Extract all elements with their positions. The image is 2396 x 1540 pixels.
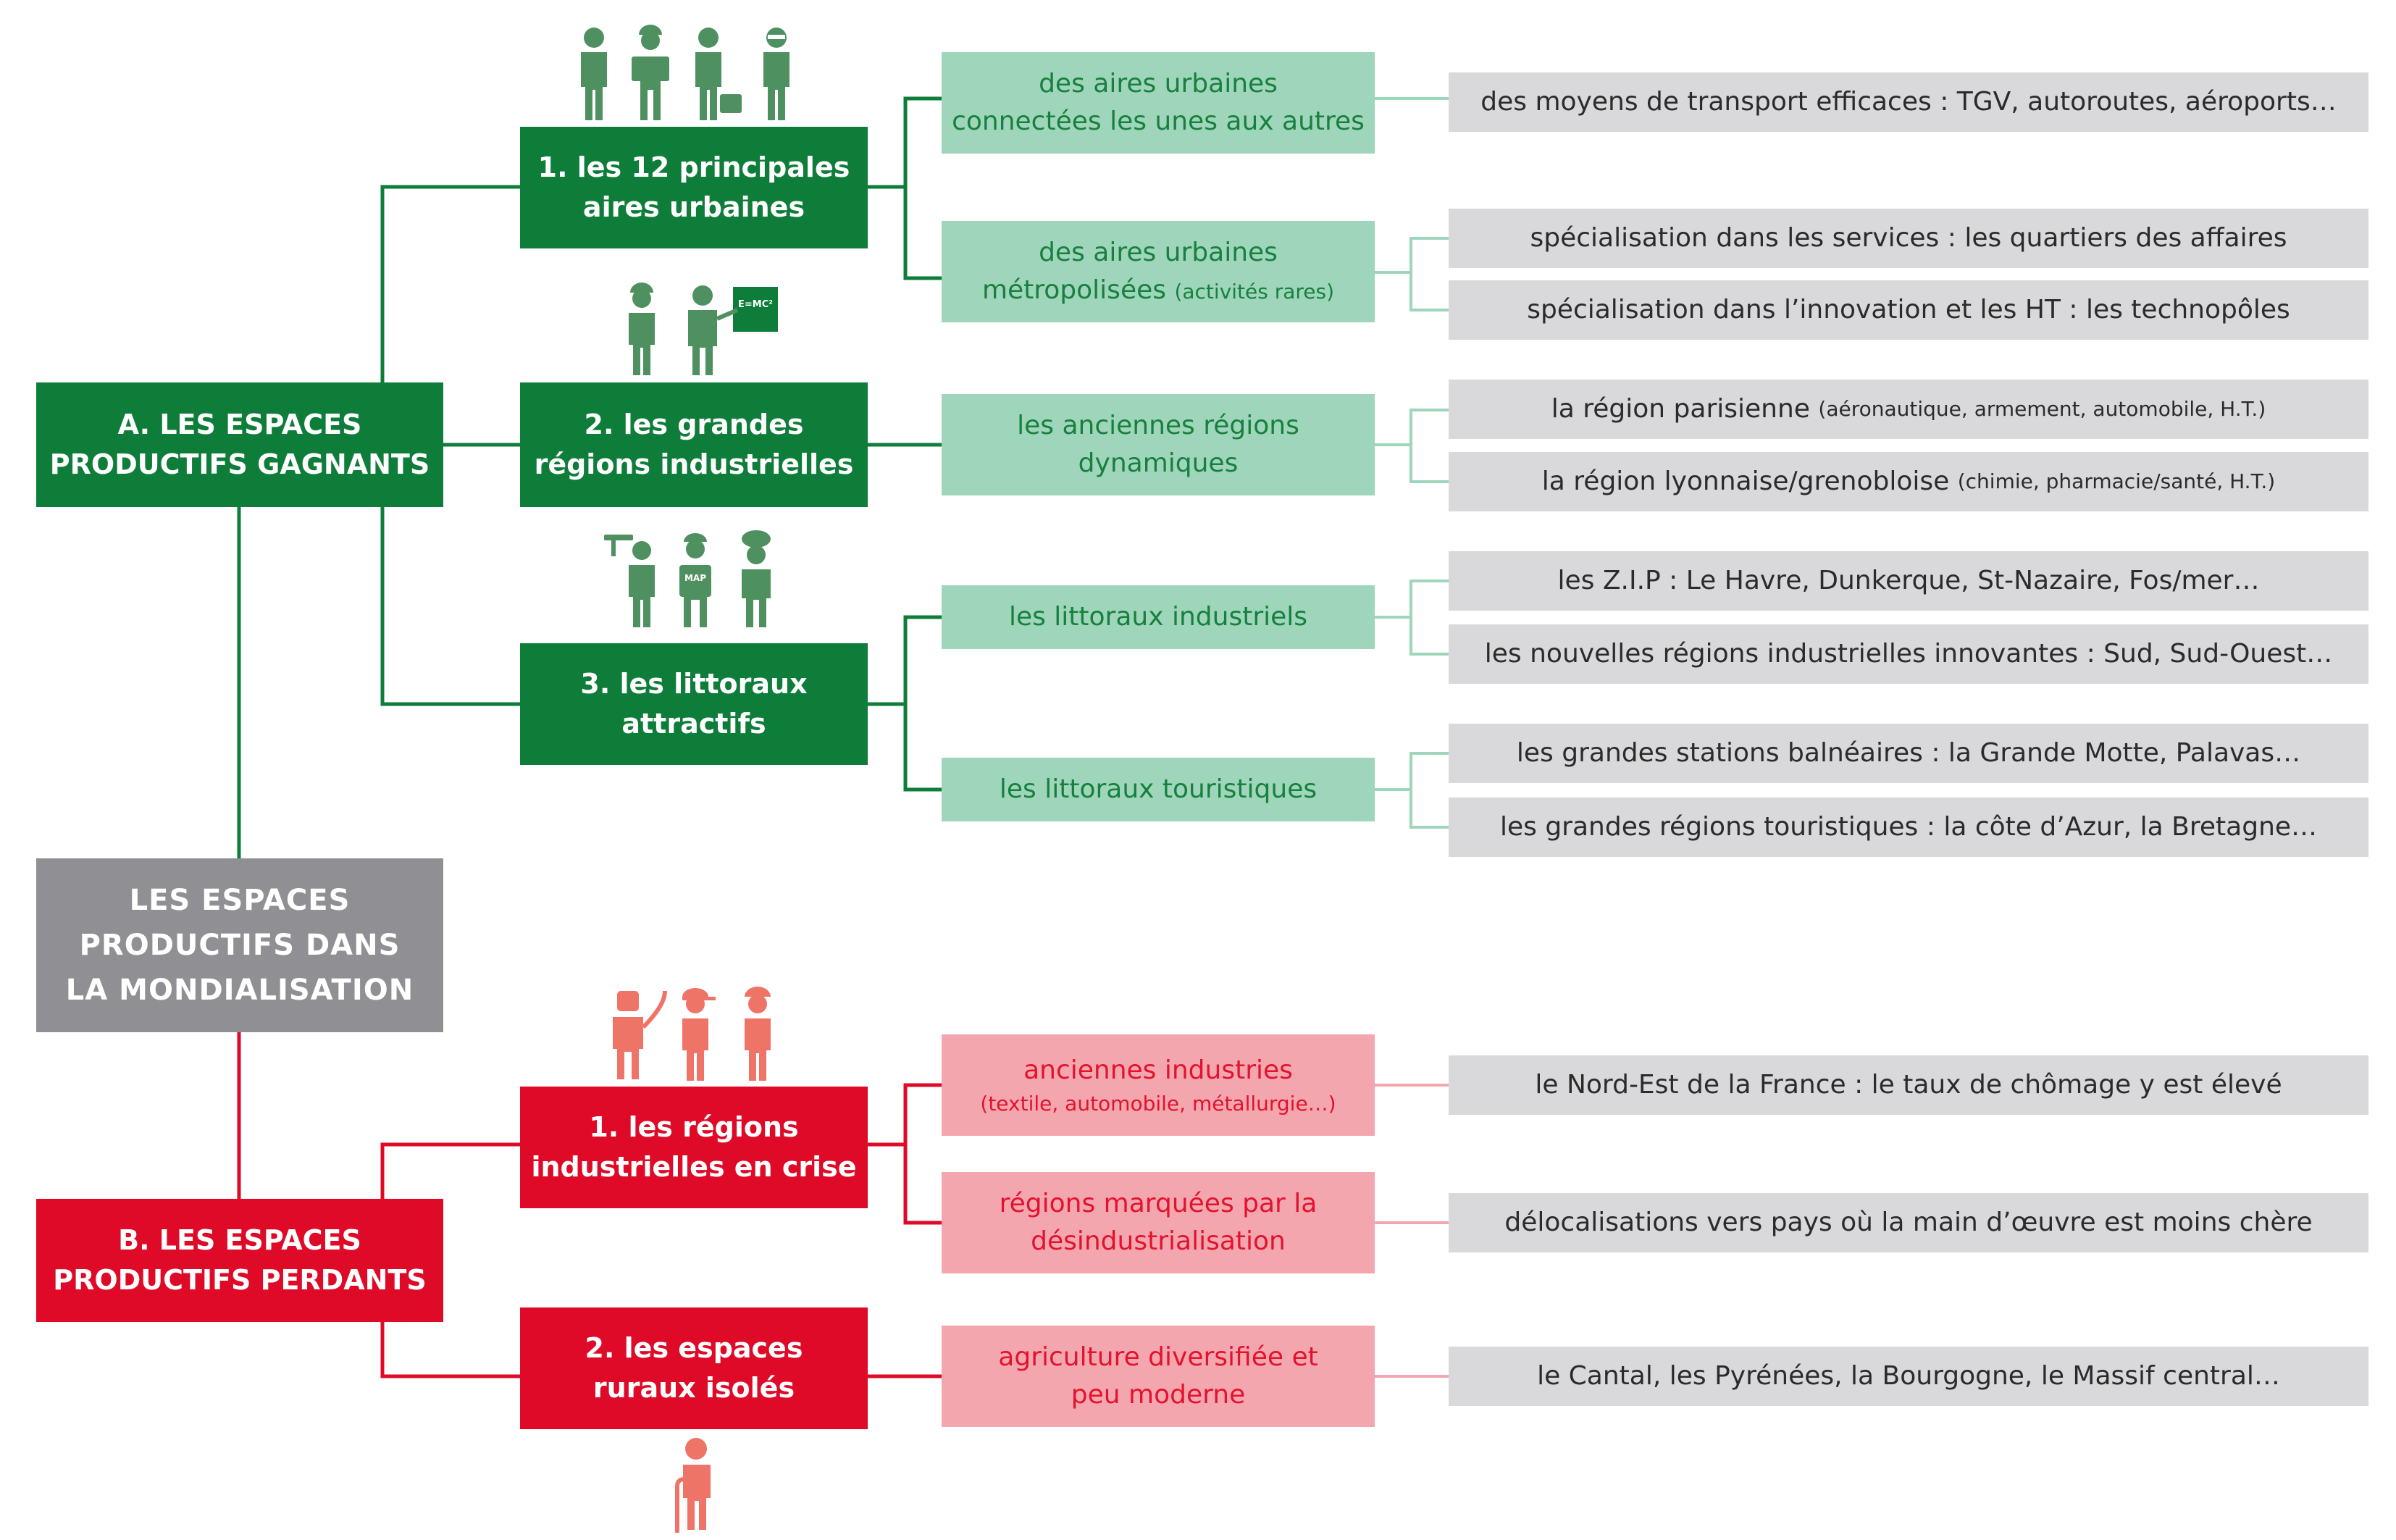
anciennes-regions-line-1: les anciennes régions [1017, 410, 1299, 440]
aires-metropolisees-line-2: métropolisées (activités rares) [982, 272, 1334, 309]
elderly-person-icon [675, 1438, 711, 1533]
aires-urbaines-node: 1. les 12 principales aires urbaines [520, 127, 868, 248]
leaf-regions-touristiques: les grandes régions touristiques : la cô… [1449, 798, 2368, 857]
agriculture-node: agriculture diversifiée et peu moderne [942, 1326, 1375, 1427]
desindustrialisation-line-1: régions marquées par la [999, 1188, 1318, 1218]
tourist-icon [679, 533, 711, 627]
aires-urbaines-icons [565, 22, 826, 123]
regions-industrielles-node: 2. les grandes régions industrielles [520, 382, 868, 507]
aires-metropolisees-label: métropolisées [981, 275, 1166, 305]
leaf-nouvelles-regions: les nouvelles régions industrielles inno… [1449, 624, 2368, 684]
agriculture-line-1: agriculture diversifiée et [998, 1342, 1318, 1372]
worker-helmet-icon [745, 987, 771, 1081]
leaf-services: spécialisation dans les services : les q… [1449, 209, 2368, 268]
regions-crise-icons [595, 984, 798, 1085]
region-lyonnaise-note: (chimie, pharmacie/santé, H.T.) [1957, 469, 2276, 493]
leaf-technopoles: spécialisation dans l’innovation et les … [1449, 280, 2368, 340]
center-node-line-1: LES ESPACES [129, 884, 351, 917]
mechanic-icon [629, 283, 655, 375]
ruraux-icons [655, 1436, 728, 1534]
region-parisienne-note: (aéronautique, armement, automobile, H.T… [1818, 396, 2266, 421]
blackboard-text: E=MC² [738, 299, 773, 310]
region-lyonnaise-label: la région lyonnaise/grenobloise [1541, 466, 1950, 496]
center-node: LES ESPACES PRODUCTIFS DANS LA MONDIALIS… [36, 858, 443, 1032]
ruraux-isoles-line-1: 2. les espaces [585, 1331, 803, 1364]
littoraux-node: 3. les littoraux attractifs [520, 643, 868, 765]
littoraux-icons: MAP [601, 530, 789, 632]
aires-urbaines-line-1: 1. les 12 principales [537, 151, 850, 183]
center-node-line-2: PRODUCTIFS DANS [79, 929, 401, 962]
leaf-cantal: le Cantal, les Pyrénées, la Bourgogne, l… [1449, 1347, 2368, 1406]
aires-urbaines-line-2: aires urbaines [582, 191, 805, 223]
littoraux-touristiques-node: les littoraux touristiques [942, 758, 1375, 821]
desindustrialisation-node: régions marquées par la désindustrialisa… [942, 1172, 1375, 1273]
anciennes-regions-node: les anciennes régions dynamiques [942, 394, 1375, 495]
desindustrialisation-line-2: désindustrialisation [1031, 1226, 1286, 1256]
leaf-zip: les Z.I.P : Le Havre, Dunkerque, St-Naza… [1449, 551, 2368, 611]
scientist-icon [688, 285, 778, 375]
ruraux-isoles-line-2: ruraux isolés [592, 1372, 795, 1404]
regions-industrielles-icons: E=MC² [616, 281, 782, 377]
gagnants-title-line-2: PRODUCTIFS GAGNANTS [49, 448, 430, 480]
gagnants-node: A. LES ESPACES PRODUCTIFS GAGNANTS [36, 382, 443, 507]
engineer-icon [632, 25, 669, 120]
anciennes-industries-note: (textile, automobile, métallurgie…) [980, 1091, 1336, 1116]
perdants-title-line-2: PRODUCTIFS PERDANTS [53, 1264, 427, 1296]
anciennes-industries-node: anciennes industries (textile, automobil… [942, 1034, 1375, 1136]
map-text: MAP [684, 573, 706, 583]
leaf-stations-balneaires: les grandes stations balnéaires : la Gra… [1449, 724, 2368, 783]
littoraux-line-1: 3. les littoraux [580, 667, 808, 700]
aires-connectees-line-1: des aires urbaines [1039, 68, 1278, 99]
welder-icon [613, 990, 667, 1079]
worker-icon [581, 28, 607, 120]
regions-industrielles-line-1: 2. les grandes [584, 408, 804, 440]
anciennes-regions-line-2: dynamiques [1078, 448, 1239, 478]
agriculture-line-2: peu moderne [1071, 1380, 1246, 1410]
gagnants-title-line-1: A. LES ESPACES [117, 408, 362, 440]
regions-industrielles-line-2: régions industrielles [534, 448, 854, 480]
perdants-node: B. LES ESPACES PRODUCTIFS PERDANTS [36, 1199, 443, 1322]
regions-crise-node: 1. les régions industrielles en crise [520, 1087, 868, 1208]
littoraux-industriels-node: les littoraux industriels [942, 585, 1375, 649]
aires-metropolisees-note: (activités rares) [1174, 280, 1335, 304]
aires-connectees-node: des aires urbaines connectées les unes a… [942, 52, 1375, 154]
leaf-nord-est: le Nord-Est de la France : le taux de ch… [1449, 1055, 2368, 1115]
aires-metropolisees-line-1: des aires urbaines [1039, 237, 1278, 267]
leaf-transport: des moyens de transport efficaces : TGV,… [1449, 72, 2368, 132]
aires-metropolisees-node: des aires urbaines métropolisées (activi… [942, 221, 1375, 322]
ruraux-isoles-node: 2. les espaces ruraux isolés [520, 1307, 868, 1429]
aires-connectees-line-2: connectées les unes aux autres [952, 106, 1365, 136]
manager-icon [763, 28, 789, 120]
littoraux-line-2: attractifs [621, 708, 766, 740]
worker-cap-icon [682, 988, 716, 1081]
chef-icon [742, 530, 771, 627]
waiter-icon [604, 535, 655, 627]
center-node-line-3: LA MONDIALISATION [65, 974, 414, 1007]
region-parisienne-label: la région parisienne [1551, 393, 1810, 424]
anciennes-industries-line-1: anciennes industries [1023, 1055, 1293, 1085]
businessman-icon [695, 28, 742, 120]
regions-crise-line-2: industrielles en crise [531, 1151, 857, 1183]
leaf-region-parisienne: la région parisienne (aéronautique, arme… [1449, 380, 2368, 439]
perdants-title-line-1: B. LES ESPACES [118, 1223, 361, 1256]
leaf-region-lyonnaise: la région lyonnaise/grenobloise (chimie,… [1449, 452, 2368, 511]
regions-crise-line-1: 1. les régions [589, 1110, 799, 1143]
leaf-delocalisations: délocalisations vers pays où la main d’œ… [1449, 1193, 2368, 1252]
